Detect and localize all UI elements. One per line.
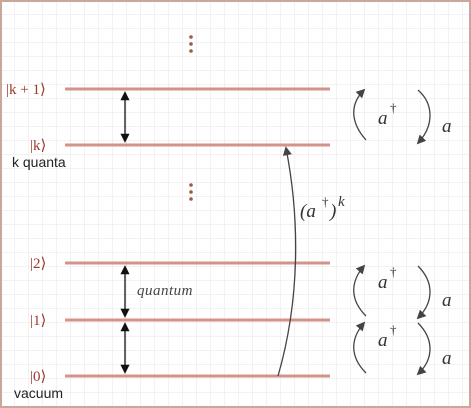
label-k: |k⟩ bbox=[30, 138, 46, 154]
caption-vacuum: vacuum bbox=[14, 385, 63, 401]
power-operator-label: (a † ) k bbox=[300, 194, 345, 222]
ellipsis-top bbox=[189, 35, 193, 53]
creation-dagger-middle: † bbox=[390, 264, 397, 279]
creation-arrow-middle bbox=[353, 264, 367, 317]
power-operator-exponent: k bbox=[338, 194, 345, 210]
power-creation-arrow bbox=[277, 146, 297, 377]
creation-op-top: a bbox=[378, 108, 388, 129]
annihilation-arrow-top bbox=[416, 89, 431, 145]
power-operator-dagger: † bbox=[322, 194, 329, 209]
caption-k-quanta: k quanta bbox=[12, 154, 66, 170]
ellipsis-middle bbox=[189, 183, 193, 201]
power-operator-close: ) bbox=[329, 201, 336, 222]
creation-op-bottom: a bbox=[378, 330, 388, 351]
label-1: |1⟩ bbox=[30, 313, 46, 329]
annihilation-op-top: a bbox=[442, 116, 452, 137]
quantum-label: quantum bbox=[137, 283, 193, 299]
creation-dagger-top: † bbox=[390, 100, 397, 115]
energy-levels bbox=[65, 87, 330, 378]
creation-arrow-top bbox=[353, 88, 367, 141]
operator-pair-bottom: a † a bbox=[353, 321, 452, 376]
creation-arrow-bottom bbox=[353, 321, 367, 374]
creation-op-middle: a bbox=[378, 272, 388, 293]
annihilation-arrow-bottom bbox=[416, 322, 431, 376]
annihilation-op-middle: a bbox=[442, 290, 452, 311]
power-operator-base: (a bbox=[300, 201, 316, 222]
annihilation-op-bottom: a bbox=[442, 348, 452, 369]
annihilation-arrow-middle bbox=[416, 265, 431, 320]
label-0: |0⟩ bbox=[30, 369, 46, 385]
operator-pair-middle: a † a bbox=[353, 264, 452, 320]
operator-pair-top: a † a bbox=[353, 88, 452, 145]
label-k-plus-1: |k + 1⟩ bbox=[6, 82, 46, 98]
label-2: |2⟩ bbox=[30, 256, 46, 272]
creation-dagger-bottom: † bbox=[390, 322, 397, 337]
